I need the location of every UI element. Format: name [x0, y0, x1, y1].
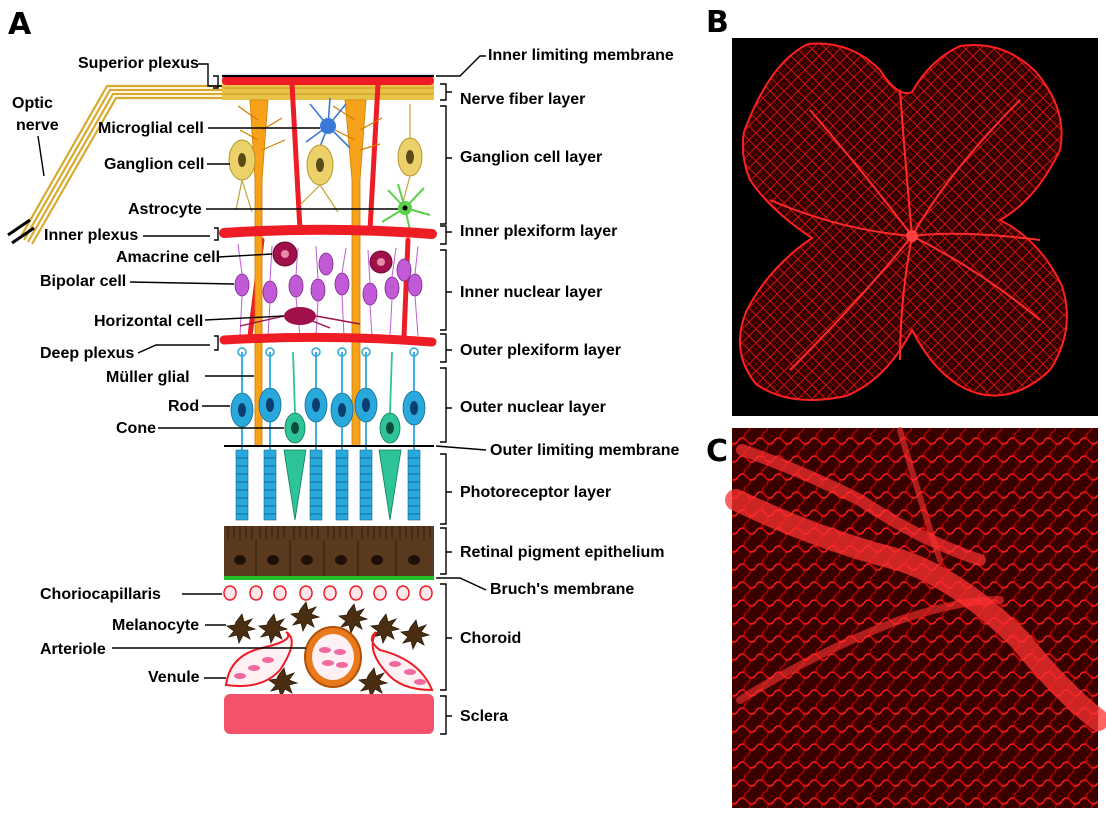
label-superior-plexus: Superior plexus	[78, 55, 199, 72]
label-inner-limiting-membrane: Inner limiting membrane	[488, 47, 674, 64]
panel-label-a: A	[8, 7, 32, 42]
muller-glial-branches	[237, 105, 383, 151]
label-astrocyte: Astrocyte	[128, 201, 202, 218]
label-bipolar-cell: Bipolar cell	[40, 273, 126, 290]
label-photoreceptor-layer: Photoreceptor layer	[460, 484, 611, 501]
retinal-pigment-epithelium	[224, 526, 434, 576]
label-rod: Rod	[168, 398, 199, 415]
superior-plexus-vessel	[222, 76, 434, 85]
label-inner-nuclear-layer: Inner nuclear layer	[460, 284, 602, 301]
left-labels: Superior plexus Optic nerve Microglial c…	[12, 55, 398, 686]
label-venule: Venule	[148, 669, 200, 686]
label-melanocyte: Melanocyte	[112, 617, 199, 634]
label-microglial-cell: Microglial cell	[98, 120, 204, 137]
micrograph-b-flatmount	[732, 38, 1098, 416]
melanocytes	[225, 601, 431, 699]
label-ganglion-cell: Ganglion cell	[104, 156, 204, 173]
layer-labels: Inner limiting membrane Nerve fiber laye…	[435, 47, 679, 735]
label-retinal-pigment-epithelium: Retinal pigment epithelium	[460, 544, 664, 561]
label-cone: Cone	[116, 420, 156, 437]
nerve-fiber-layer	[222, 82, 434, 100]
bruchs-membrane	[224, 576, 434, 580]
label-deep-plexus: Deep plexus	[40, 345, 134, 362]
sclera	[224, 694, 434, 734]
microglial-cell-body	[320, 118, 336, 134]
inner-plexus-vessel	[219, 224, 437, 239]
label-nerve: nerve	[16, 117, 59, 134]
label-inner-plexus: Inner plexus	[44, 227, 138, 244]
label-arteriole: Arteriole	[40, 641, 106, 658]
label-muller-glial: Müller glial	[106, 369, 190, 386]
label-inner-plexiform-layer: Inner plexiform layer	[460, 223, 617, 240]
label-outer-nuclear-layer: Outer nuclear layer	[460, 399, 606, 416]
cone-cells	[284, 351, 401, 444]
micrograph-c-choroid	[725, 427, 1106, 808]
label-sclera: Sclera	[460, 708, 508, 725]
label-horizontal-cell: Horizontal cell	[94, 313, 203, 330]
label-choroid: Choroid	[460, 630, 521, 647]
astrocyte	[381, 183, 431, 231]
retina-schematic	[7, 74, 437, 734]
panel-label-b: B	[706, 5, 729, 40]
label-outer-limiting-membrane: Outer limiting membrane	[490, 442, 679, 459]
optic-nerve-fibers	[19, 84, 225, 245]
label-bruchs-membrane: Bruch's membrane	[490, 581, 634, 598]
deep-plexus-vessel	[219, 332, 437, 347]
venules	[224, 631, 434, 692]
label-outer-plexiform-layer: Outer plexiform layer	[460, 342, 621, 359]
flatmount-vessels	[769, 89, 1041, 371]
bipolar-cells	[234, 252, 423, 306]
rod-outer-segments	[235, 449, 421, 521]
label-amacrine-cell: Amacrine cell	[116, 249, 220, 266]
label-choriocapillaris: Choriocapillaris	[40, 586, 161, 603]
rod-cells	[230, 347, 426, 450]
optic-nerve-cut-mark	[7, 218, 35, 245]
label-optic: Optic	[12, 95, 53, 112]
choriocapillaris	[223, 585, 433, 601]
panel-label-c: C	[706, 434, 728, 469]
label-ganglion-cell-layer: Ganglion cell layer	[460, 149, 602, 166]
arteriole	[304, 626, 362, 688]
label-nerve-fiber-layer: Nerve fiber layer	[460, 91, 585, 108]
flatmount-tissue	[739, 42, 1068, 401]
choroid-large-vessels	[725, 427, 1106, 731]
microglial-cell	[305, 97, 351, 153]
cone-outer-segments	[283, 449, 402, 521]
